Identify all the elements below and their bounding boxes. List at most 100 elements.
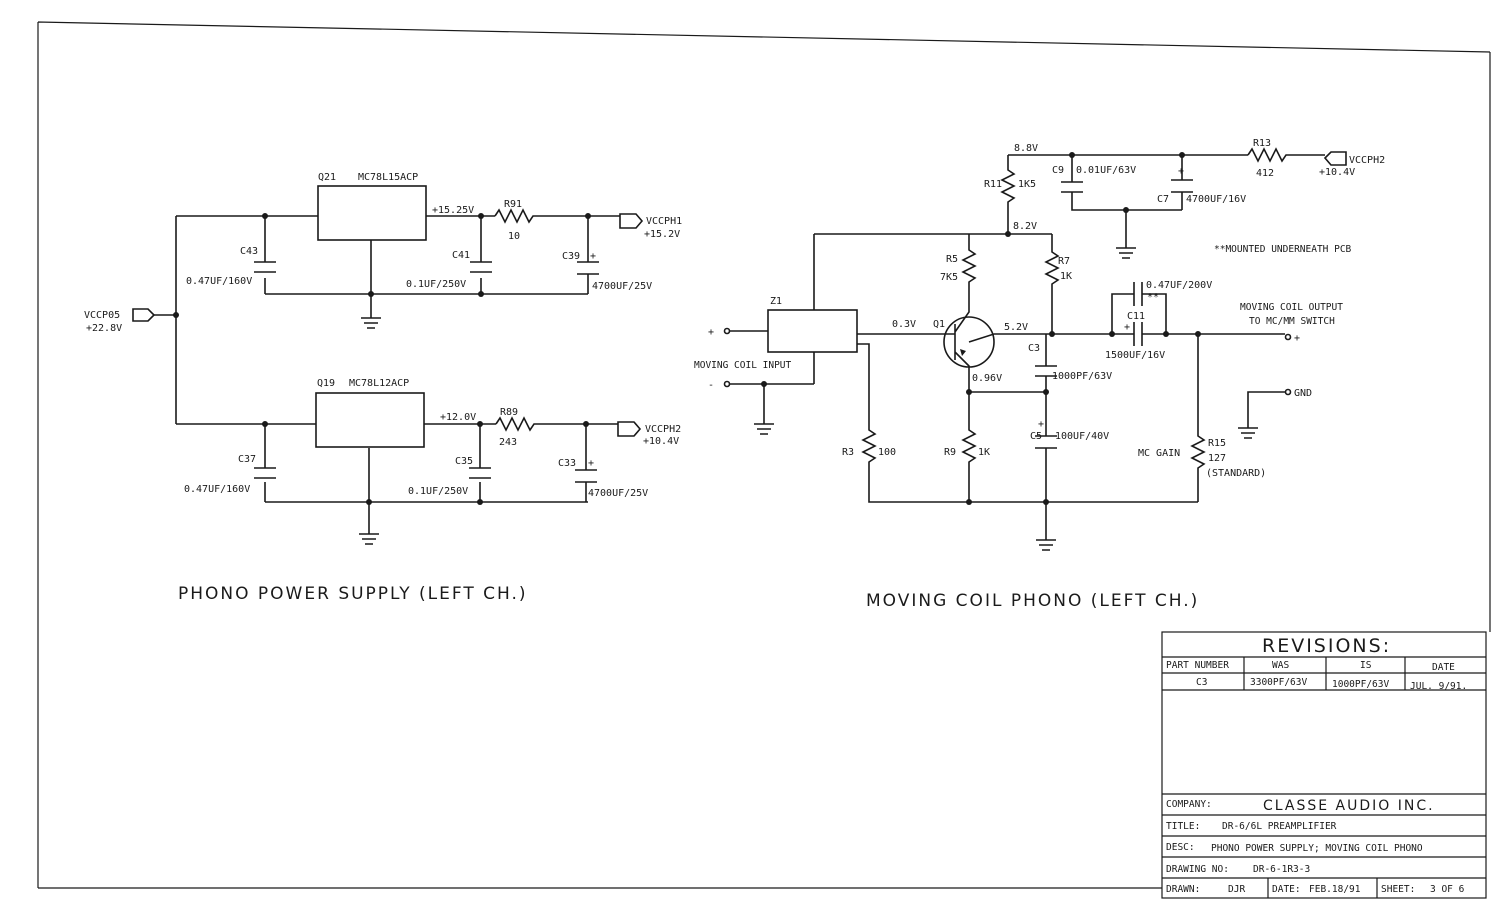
input-plus: + [708,327,714,338]
rev-header-was: WAS [1272,660,1289,671]
rev-header-is: IS [1360,660,1372,671]
c41-capacitor [470,261,492,273]
r3-resistor [857,343,1198,503]
c3-ref: C3 [1028,343,1040,354]
emitter-arrow [960,349,966,356]
ground-symbol [1116,210,1136,259]
c39-value: 4700UF/25V [592,281,652,292]
r7-value: 1K [1060,271,1072,282]
c43-capacitor [254,261,276,273]
sheet-label: SHEET: [1381,884,1415,895]
date-label: DATE: [1272,884,1301,895]
gnd-wire [1238,391,1285,439]
r15-resistor [1190,334,1206,502]
ground-symbol [361,317,381,329]
rev-is: 1000PF/63V [1332,679,1389,690]
c35-ref: C35 [455,456,473,467]
vccph2-label: VCCPH2 [645,424,681,435]
c11-value: 1500UF/16V [1105,350,1165,361]
c37-ref: C37 [238,454,256,465]
input-ground [730,352,815,435]
drawing-label: DRAWING NO: [1166,864,1229,875]
wire [176,423,588,534]
c33-capacitor [575,424,597,502]
r9-resistor [961,391,1046,502]
title-label: TITLE: [1166,821,1200,832]
r9-ref: R9 [944,447,956,458]
c35-capacitor [469,467,491,479]
upper-out-voltage: +15.25V [432,205,474,216]
r15-value: 127 [1208,453,1226,464]
c5-ref: C5 [1030,431,1042,442]
junction [477,499,483,505]
bypass-value: 0.47UF/200V [1146,280,1212,291]
company-label: COMPANY: [1166,799,1212,810]
q21-part: MC78L15ACP [358,172,418,183]
output-label-2: TO MC/MM SWITCH [1249,316,1335,327]
r91-resistor [494,208,620,224]
r13-ref: R13 [1253,138,1271,149]
phono-power-supply: VCCP05 +22.8V Q21 MC78L15ACP C43 0.47UF/… [84,172,682,604]
gnd-label: GND [1294,388,1312,399]
rev-header-part: PART NUMBER [1166,660,1229,671]
junction [262,213,268,219]
input-label: MOVING COIL INPUT [694,360,792,371]
r89-ref: R89 [500,407,518,418]
top-voltage: 8.8V [1014,143,1038,154]
output-plus: + [1294,333,1300,344]
vccph1-voltage: +15.2V [644,229,680,240]
junction [1043,499,1049,505]
vccph1-label: VCCPH1 [646,216,682,227]
vccp05-connector [132,308,156,322]
c3-value: 1000PF/63V [1052,371,1112,382]
vccph2-connector [617,421,642,437]
mc-phono-caption: MOVING COIL PHONO (LEFT CH.) [866,591,1199,611]
c37-capacitor [254,467,276,479]
r7-ref: R7 [1058,256,1070,267]
sheet-value: 3 OF 6 [1430,884,1465,895]
c7-ref: C7 [1157,194,1169,205]
revisions-title: REVISIONS: [1262,635,1391,657]
mounted-note: **MOUNTED UNDERNEATH PCB [1214,244,1352,255]
c11-capacitor [1052,322,1285,346]
c33-value: 4700UF/25V [588,488,648,499]
c33-plus: + [588,458,594,469]
drawing-frame [37,21,1491,889]
vccp05-label: VCCP05 [84,310,120,321]
rev-header-date: DATE [1432,662,1455,673]
rev-part: C3 [1196,677,1207,688]
q1-ref: Q1 [933,319,945,330]
rev-was: 3300PF/63V [1250,677,1307,688]
drawing-value: DR-6-1R3-3 [1253,864,1310,875]
c37-value: 0.47UF/160V [184,484,250,495]
vccph2-supply-connector [1323,151,1347,166]
c5-plus: + [1038,419,1044,430]
r89-resistor [495,416,618,432]
c9-value: 0.01UF/63V [1076,165,1136,176]
collector-voltage: 5.2V [1004,322,1028,333]
r5-resistor [961,234,977,310]
c7-capacitor [1171,155,1193,210]
c43-value: 0.47UF/160V [186,276,252,287]
junction [366,499,372,505]
mid-voltage: 8.2V [1013,221,1037,232]
input-plus-terminal [723,327,731,335]
r3-ref: R3 [842,447,854,458]
title-block: REVISIONS: PART NUMBER WAS IS DATE C3 33… [1161,631,1487,899]
ground-symbol [359,533,379,545]
output-label-1: MOVING COIL OUTPUT [1240,302,1343,313]
c39-capacitor [481,216,599,295]
c41-value: 0.1UF/250V [406,279,466,290]
title-block-frame [1161,631,1487,899]
c5-capacitor [1035,392,1057,551]
q1-leads [945,310,1052,392]
junction [368,291,374,297]
c43-ref: C43 [240,246,258,257]
power-supply-caption: PHONO POWER SUPPLY (LEFT CH.) [178,584,528,604]
junction [761,381,767,387]
c35-value: 0.1UF/250V [408,486,468,497]
bypass-mark: ** [1147,292,1159,303]
input-minus: - [708,380,714,391]
vccph1-connector [619,213,644,229]
